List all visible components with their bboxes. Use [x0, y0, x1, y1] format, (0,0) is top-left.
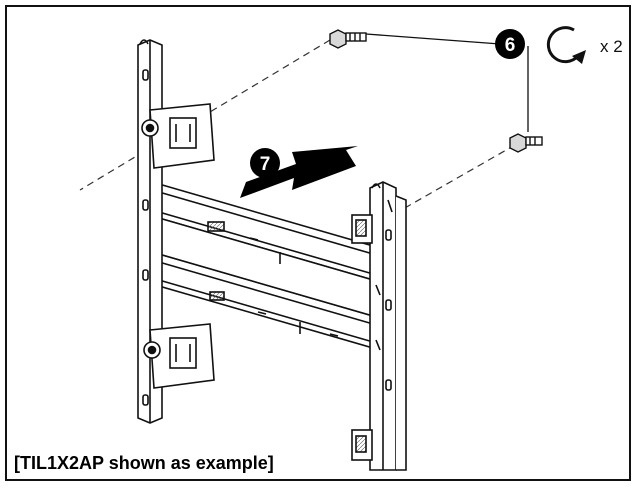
figure-caption: [TIL1X2AP shown as example] [12, 452, 276, 474]
step-7-number: 7 [260, 154, 271, 175]
push-arrow-icon [240, 146, 358, 198]
cross-rails [151, 180, 381, 352]
rotate-clockwise-icon [546, 26, 586, 64]
left-upright [137, 39, 215, 424]
nut-icon [509, 133, 543, 153]
step-6-badge: 6 [495, 29, 525, 59]
repeat-count: x 2 [600, 37, 623, 56]
step-6-number: 6 [505, 35, 516, 56]
step-7-badge: 7 [250, 148, 280, 178]
nut-icon [329, 29, 367, 49]
right-upright [351, 181, 407, 471]
callout-leaders [365, 33, 529, 132]
